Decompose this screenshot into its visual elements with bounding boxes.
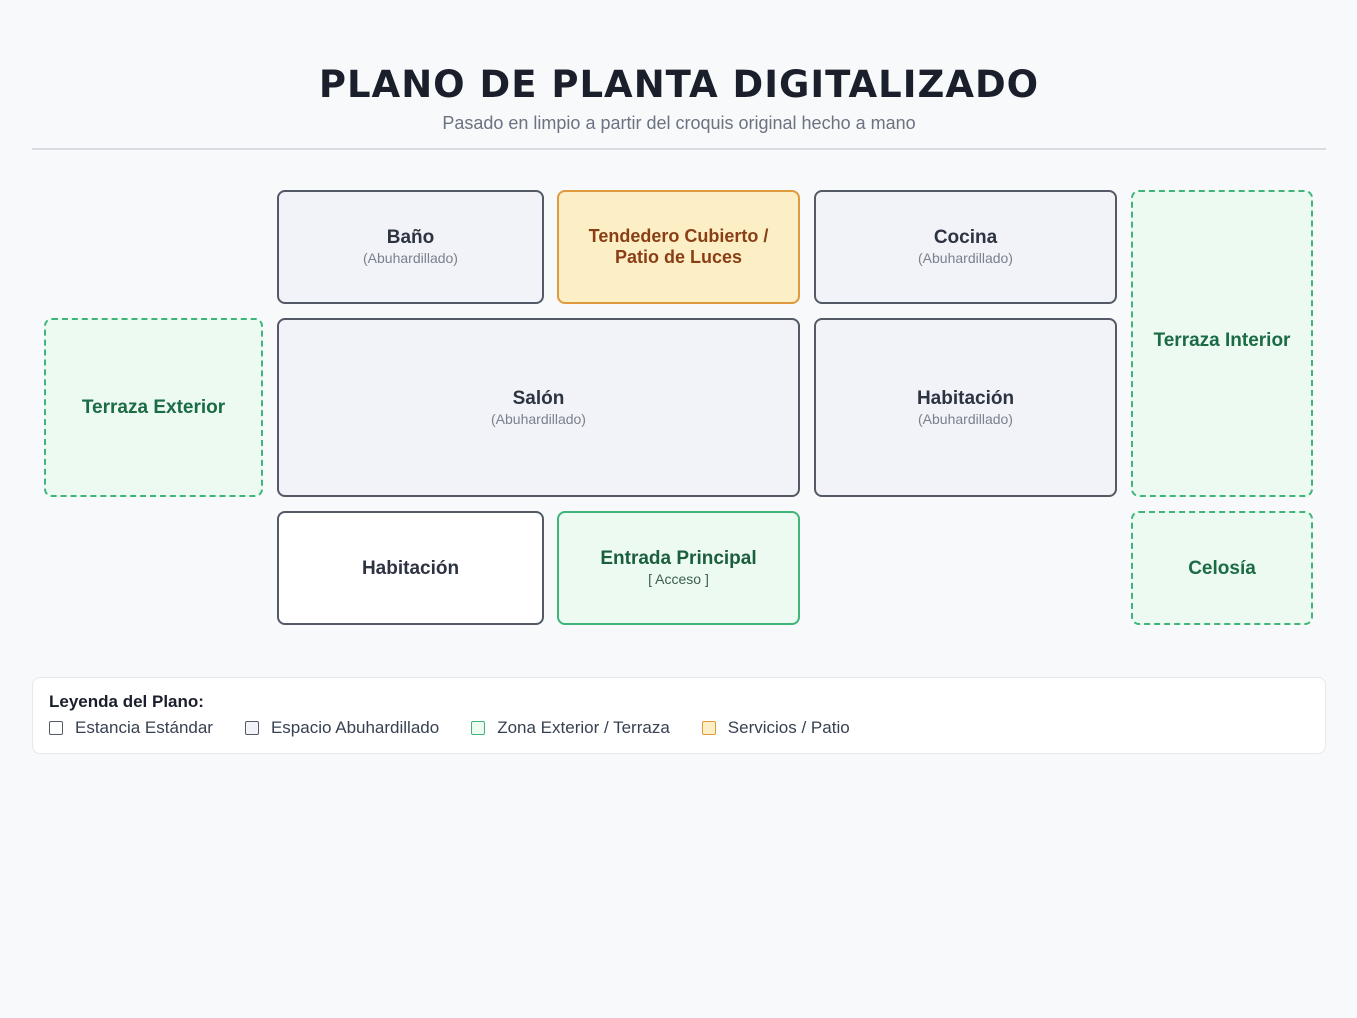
legend-swatch [244, 721, 259, 735]
room-name-line2: Patio de Luces [614, 247, 743, 267]
header: PLANO DE PLANTA DIGITALIZADO Pasado en l… [32, 62, 1326, 134]
legend-swatch [471, 721, 486, 735]
room-name: Entrada Principal [600, 548, 757, 569]
room-salon: Salón (Abuhardillado) [277, 318, 800, 497]
room-bano: Baño (Abuhardillado) [277, 190, 544, 304]
legend-label: Espacio Abuhardillado [270, 718, 440, 737]
room-habitacion: Habitación [277, 511, 544, 625]
header-divider [32, 148, 1326, 150]
room-note: (Abuhardillado) [491, 410, 586, 427]
room-entrada-principal: Entrada Principal [ Acceso ] [557, 511, 800, 625]
legend-label: Zona Exterior / Terraza [497, 718, 670, 737]
legend-label: Estancia Estándar [75, 718, 213, 737]
room-name: Habitación [916, 387, 1015, 409]
room-note: (Abuhardillado) [363, 250, 458, 266]
room-cocina: Cocina (Abuhardillado) [814, 190, 1117, 304]
room-note: (Abuhardillado) [918, 250, 1013, 266]
room-tendedero: Tendedero Cubierto / Patio de Luces [557, 190, 800, 304]
room-habitacion-abuhardillada: Habitación (Abuhardillado) [814, 318, 1117, 497]
room-celosia: Celosía [1131, 511, 1313, 625]
legend-items: Estancia Estándar Espacio Abuhardillado … [49, 718, 882, 738]
room-terraza-interior: Terraza Interior [1131, 190, 1313, 497]
legend-swatch [49, 721, 63, 735]
page-subtitle: Pasado en limpio a partir del croquis or… [442, 113, 916, 133]
legend-label: Servicios / Patio [727, 718, 850, 737]
legend-title: Leyenda del Plano: [49, 692, 204, 711]
room-name: Cocina [933, 227, 998, 248]
page-title: PLANO DE PLANTA DIGITALIZADO [318, 63, 1040, 106]
room-note: [ Acceso ] [648, 571, 709, 587]
legend: Leyenda del Plano: Estancia Estándar Esp… [32, 677, 1326, 754]
room-note: (Abuhardillado) [918, 410, 1013, 427]
legend-item-exterior: Zona Exterior / Terraza [471, 718, 670, 738]
room-name: Salón [512, 387, 565, 409]
room-name: Baño [386, 227, 435, 248]
room-name-line1: Tendedero Cubierto / [588, 226, 769, 246]
room-name: Terraza Interior [1153, 330, 1291, 351]
room-name: Terraza Exterior [81, 397, 226, 418]
legend-item-attic: Espacio Abuhardillado [244, 718, 440, 738]
room-name: Celosía [1188, 557, 1256, 579]
room-terraza-exterior: Terraza Exterior [44, 318, 263, 497]
room-name: Habitación [361, 557, 460, 579]
legend-swatch [701, 721, 716, 735]
legend-item-services: Servicios / Patio [701, 718, 850, 738]
legend-item-standard: Estancia Estándar [49, 718, 213, 738]
